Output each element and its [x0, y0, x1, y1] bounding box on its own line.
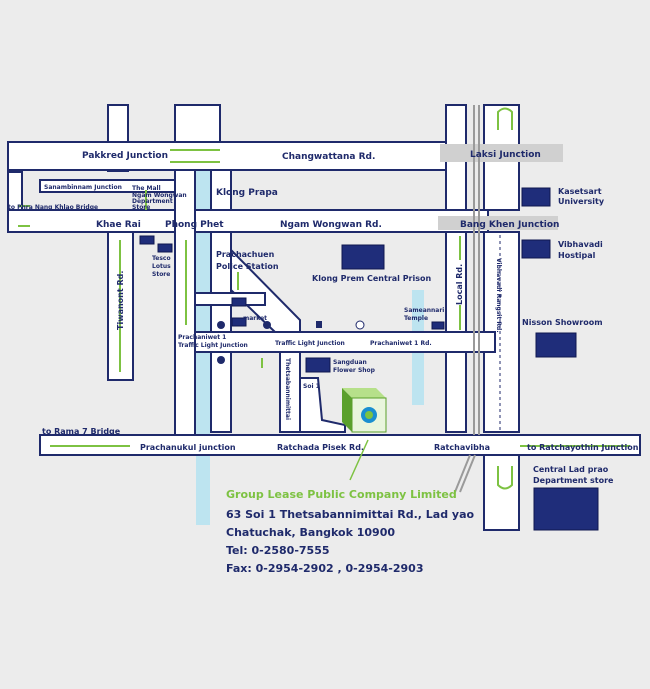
direction-arrows [18, 107, 630, 490]
label-phong-phet: Phong Phet [165, 220, 224, 230]
label-pakkred: Pakkred Junction [82, 151, 168, 161]
label-kasetsart-1: Kasetsart [558, 187, 602, 196]
junction-icons [217, 320, 365, 364]
company-building [342, 388, 387, 433]
label-central-1: Central Lad prao [533, 465, 609, 474]
company-name: Group Lease Public Company Limited [226, 488, 457, 501]
label-sangduan-2: Flower Shop [333, 367, 376, 374]
label-vibhavadi-rangsit: Vibhavadi Rangsit Rd. [495, 258, 502, 333]
laksi-box [440, 144, 563, 162]
label-nisson: Nisson Showroom [522, 318, 603, 327]
label-sameannari-2: Temple [404, 315, 428, 322]
label-vibhavadi-2: Hostipal [558, 251, 596, 260]
label-ratchavibha: Ratchavibha [434, 443, 490, 452]
label-vibhavadi-1: Vibhavadi [558, 240, 603, 249]
label-kasetsart-2: University [558, 197, 605, 206]
bangkhen-box [438, 216, 558, 230]
label-local-rd: Local Rd. [455, 264, 464, 305]
label-market: market [243, 315, 267, 322]
label-tesco-1: Tesco [152, 255, 171, 262]
label-tesco-2: Lotus [152, 263, 171, 270]
label-rama7: to Rama 7 Bridge [42, 427, 121, 436]
label-ratchada: Ratchada Pisek Rd. [277, 443, 364, 452]
label-mall-3: Department [132, 198, 173, 205]
label-central-2: Department store [533, 476, 614, 485]
label-prachanukul: Prachanukul junction [140, 443, 236, 452]
address-tel: Tel: 0-2580-7555 [226, 544, 330, 557]
label-khae-rai: Khae Rai [96, 220, 141, 230]
label-sameannari-1: Sameannari [404, 307, 444, 314]
label-tiwanont: Tiwanont Rd. [116, 271, 125, 330]
label-bang-khen: Bang Khen Junction [460, 220, 559, 230]
address-line-2: Chatuchak, Bangkok 10900 [226, 526, 396, 539]
label-changwattana: Changwattana Rd. [282, 152, 375, 162]
label-phra-nang: to Phra Nang Khlao Bridge [8, 204, 98, 211]
label-soi1: Soi 1 [303, 383, 320, 390]
address-fax: Fax: 0-2954-2902 , 0-2954-2903 [226, 562, 424, 575]
label-prachachuen-1: Prachachuen [216, 250, 275, 259]
address-line-1: 63 Soi 1 Thetsabannimittai Rd., Lad yao [226, 508, 475, 521]
label-klong-prem: Klong Prem Central Prison [312, 274, 431, 283]
railway [454, 105, 480, 493]
label-thetsabanni: Thetsabannimittai [284, 358, 291, 420]
label-mall-2: Ngam Wongwan [132, 192, 187, 199]
buildings [139, 187, 599, 531]
label-prachaniwet-2: Traffic Light Junction [178, 342, 248, 349]
label-klong-prapa: Klong Prapa [216, 188, 278, 198]
label-prachaniwet-1: Prachaniwet 1 [178, 334, 226, 341]
label-prachachuen-2: Police Station [216, 262, 279, 271]
company-pointer [349, 439, 369, 481]
label-mall-1: The Mall [132, 185, 161, 192]
label-prachaniwet-rd: Prachaniwet 1 Rd. [370, 340, 432, 347]
label-sangduan-1: Sangduan [333, 359, 367, 366]
label-laksi: Laksi Junction [470, 150, 541, 160]
label-ngam-wongwan: Ngam Wongwan Rd. [280, 220, 382, 230]
label-tesco-3: Store [152, 271, 170, 278]
label-mall-4: Store [132, 204, 150, 211]
label-traffic-light: Traffic Light Junction [275, 340, 345, 347]
road-network [7, 104, 641, 531]
label-sanambinnam: Sanambinnam Junction [44, 184, 122, 191]
label-ratchayothin: to Ratchayothin Junction [527, 443, 639, 452]
